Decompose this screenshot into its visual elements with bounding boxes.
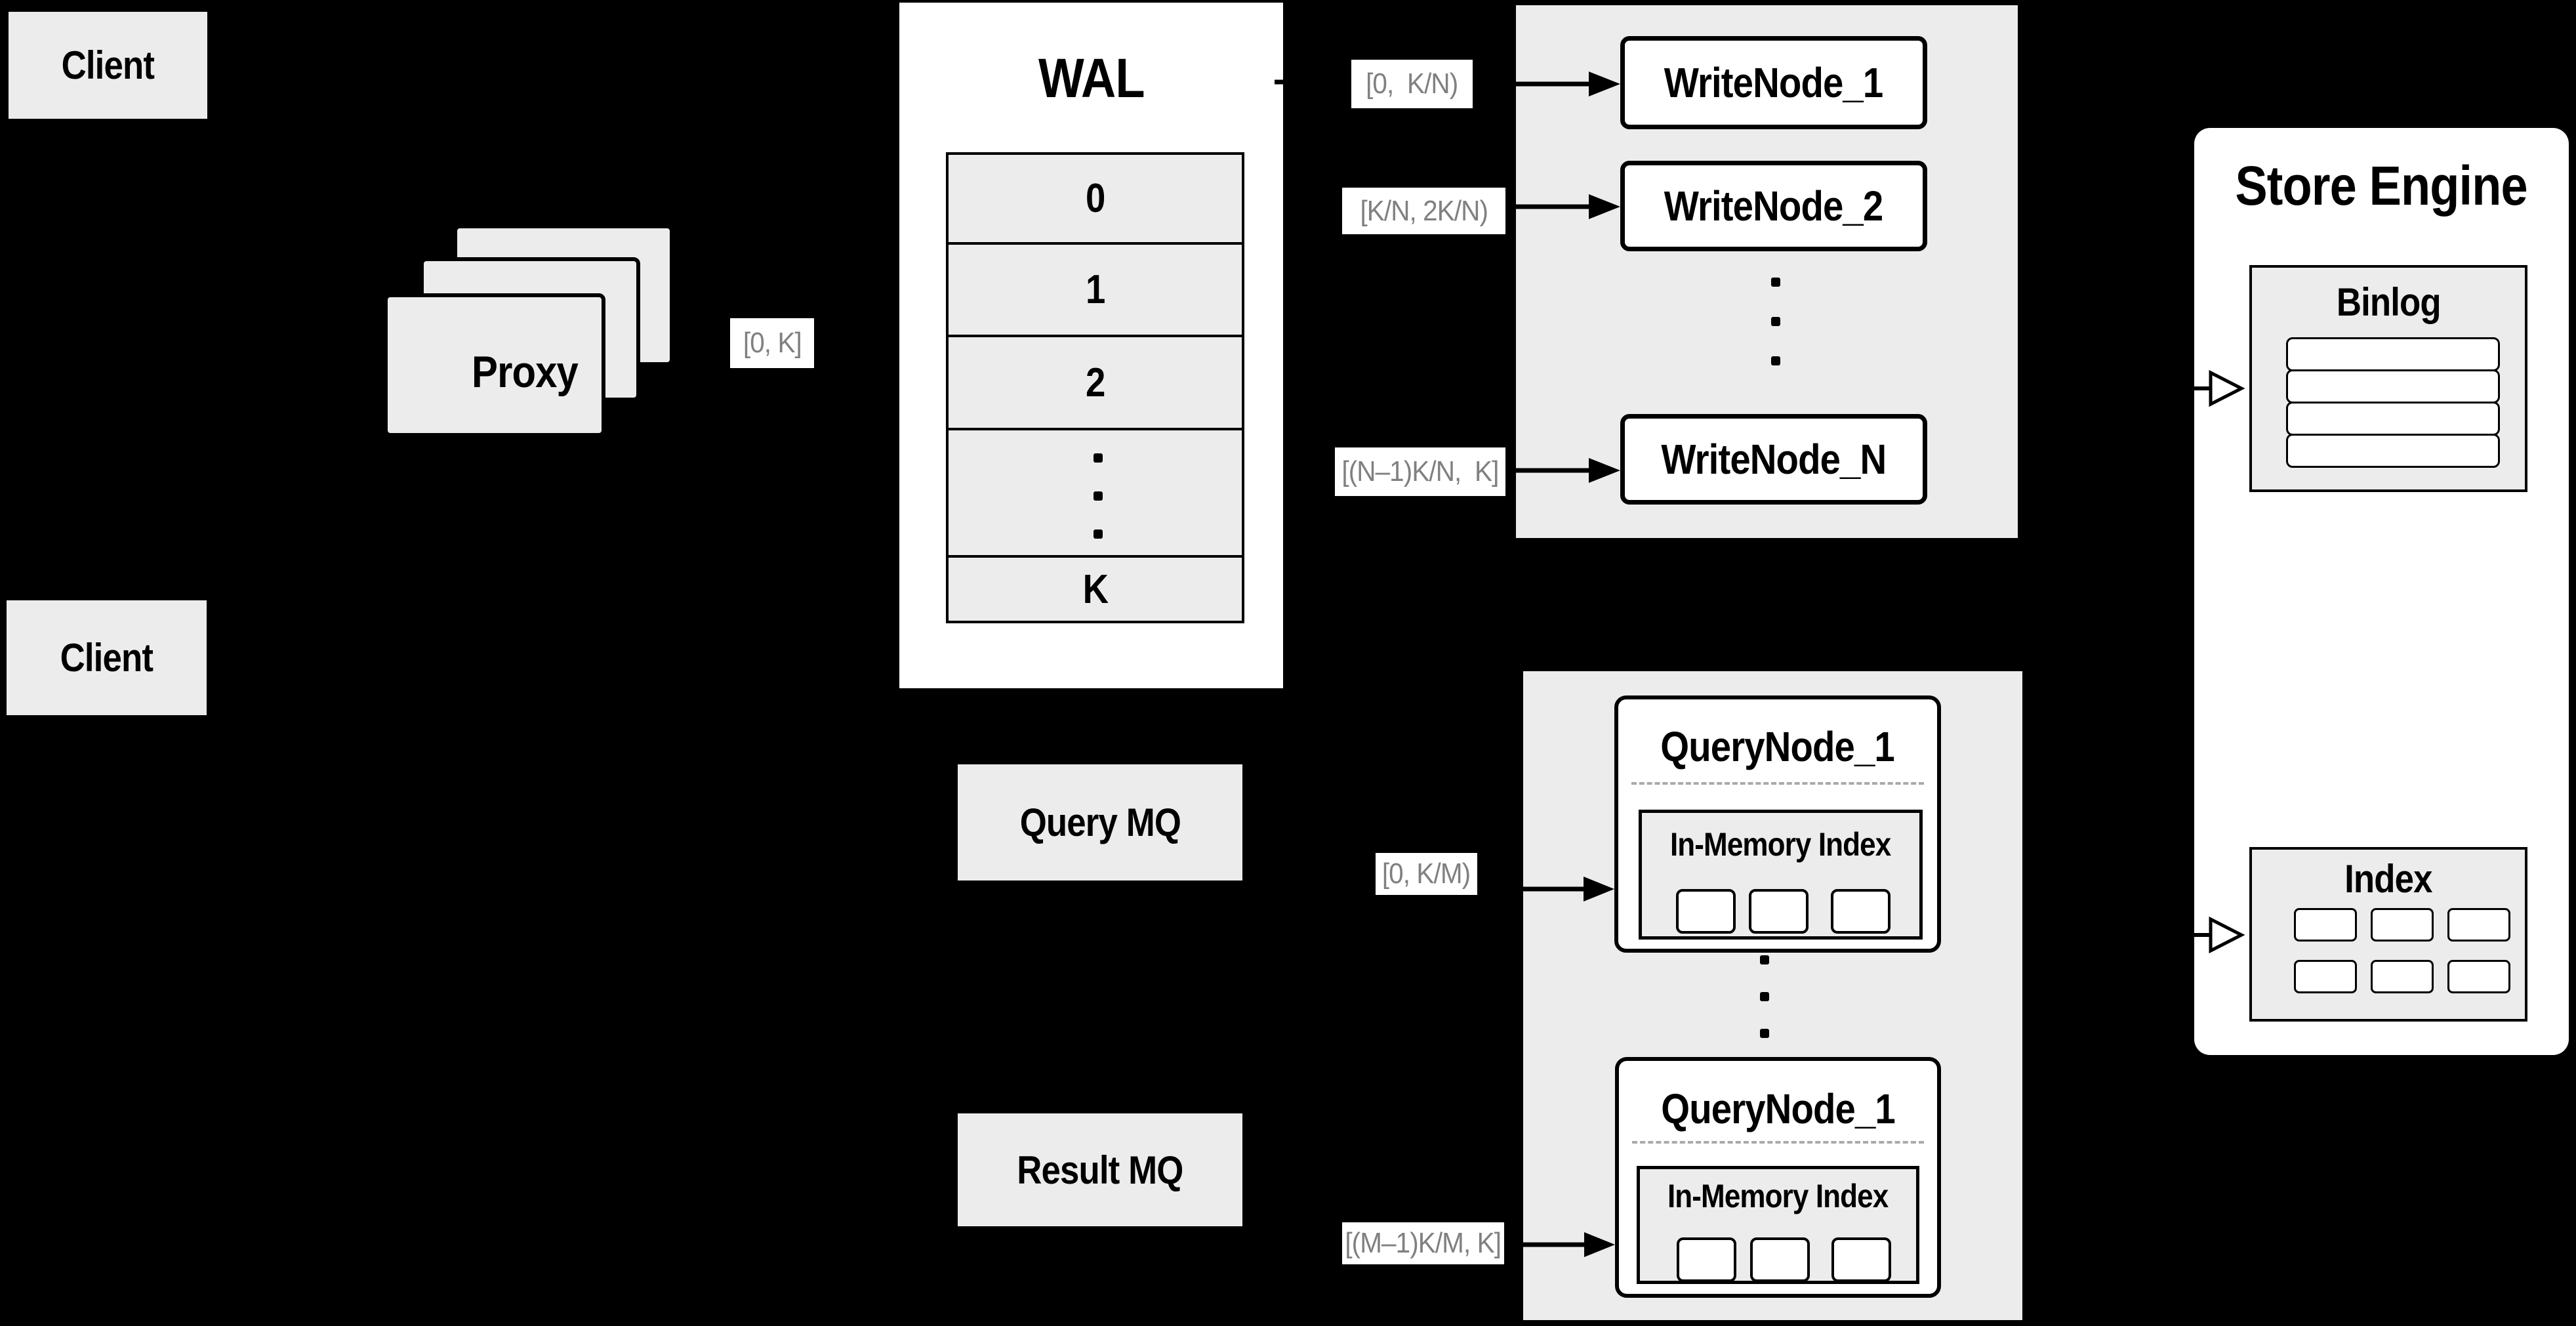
- range-label-query-m: [(M–1)K/M, K]: [1342, 1222, 1504, 1264]
- query-node-m-box: QueryNode_1 In-Memory Index: [1615, 1057, 1941, 1298]
- write-node-n-box: WriteNode_N: [1620, 414, 1927, 505]
- index-title: Index: [2344, 856, 2432, 901]
- wal-row-1: 1: [949, 242, 1242, 335]
- result-mq-label: Result MQ: [1017, 1148, 1183, 1192]
- store-engine-box: Store Engine Binlog Index: [2194, 128, 2569, 1055]
- query-node-1-box: QueryNode_1 In-Memory Index: [1614, 695, 1941, 953]
- wal-row-2: 2: [949, 335, 1242, 428]
- ellipsis-dot: [1094, 453, 1103, 463]
- index-cell: [2294, 960, 2357, 993]
- query-node-m-title: QueryNode_1: [1661, 1085, 1895, 1132]
- binlog-row: [2286, 434, 2500, 468]
- index-box: Index: [2249, 847, 2527, 1022]
- wal-title: WAL: [1038, 47, 1145, 109]
- ellipsis-dot: [1771, 317, 1780, 326]
- proxy-box: Proxy: [384, 293, 605, 437]
- wal-box: WAL 0 1 2 K: [897, 0, 1286, 691]
- store-engine-title: Store Engine: [2235, 154, 2528, 217]
- wal-row-ellipsis: [949, 428, 1242, 555]
- index-segment: [1676, 889, 1736, 934]
- ellipsis-dot: [1094, 491, 1103, 501]
- binlog-row: [2286, 402, 2500, 436]
- in-memory-index-1-label: In-Memory Index: [1670, 826, 1891, 863]
- binlog-row: [2286, 369, 2500, 404]
- query-mq-box: Query MQ: [958, 764, 1242, 881]
- index-segment: [1677, 1237, 1736, 1282]
- binlog-title: Binlog: [2336, 280, 2442, 324]
- client-top-label: Client: [61, 43, 155, 87]
- write-node-2-label: WriteNode_2: [1664, 182, 1883, 230]
- client-bottom-box: Client: [7, 600, 207, 715]
- index-cell: [2447, 960, 2510, 993]
- range-label-write-n: [(N–1)K/N, K]: [1335, 447, 1505, 496]
- query-mq-label: Query MQ: [1019, 800, 1181, 844]
- write-node-1-label: WriteNode_1: [1664, 59, 1883, 106]
- client-top-box: Client: [9, 12, 207, 119]
- index-segment: [1831, 1237, 1891, 1282]
- index-cell: [2294, 908, 2357, 942]
- range-label-write-1: [0, K/N): [1351, 60, 1473, 108]
- binlog-box: Binlog: [2249, 265, 2527, 492]
- index-cell: [2371, 960, 2434, 993]
- ellipsis-dot: [1771, 356, 1780, 365]
- ellipsis-dot: [1771, 278, 1780, 287]
- wal-row-k: K: [949, 555, 1242, 621]
- wal-row-0: 0: [949, 155, 1242, 242]
- result-mq-box: Result MQ: [958, 1113, 1242, 1226]
- dashed-separator: [1632, 1141, 1924, 1144]
- write-node-2-box: WriteNode_2: [1620, 161, 1927, 251]
- index-segment: [1749, 889, 1809, 934]
- proxy-label: Proxy: [472, 346, 579, 397]
- wal-table: 0 1 2 K: [946, 152, 1244, 623]
- client-bottom-label: Client: [60, 636, 153, 680]
- dashed-separator: [1631, 782, 1924, 785]
- in-memory-index-1-box: In-Memory Index: [1639, 810, 1923, 940]
- write-node-n-label: WriteNode_N: [1661, 436, 1887, 483]
- in-memory-index-2-label: In-Memory Index: [1667, 1178, 1889, 1214]
- index-segment: [1750, 1237, 1810, 1282]
- in-memory-index-2-box: In-Memory Index: [1637, 1166, 1919, 1284]
- range-label-write-2: [K/N, 2K/N): [1342, 188, 1505, 234]
- range-label-query-1: [0, K/M): [1376, 853, 1477, 895]
- index-cell: [2371, 908, 2434, 942]
- ellipsis-dot: [1760, 955, 1769, 964]
- query-node-1-title: QueryNode_1: [1660, 723, 1895, 770]
- ellipsis-dot: [1760, 1029, 1769, 1038]
- index-cell: [2447, 908, 2510, 942]
- index-segment: [1831, 889, 1891, 934]
- write-node-1-box: WriteNode_1: [1620, 36, 1927, 129]
- ellipsis-dot: [1760, 992, 1769, 1001]
- binlog-row: [2286, 337, 2500, 371]
- range-label-proxy-wal: [0, K]: [730, 318, 814, 368]
- ellipsis-dot: [1094, 529, 1103, 539]
